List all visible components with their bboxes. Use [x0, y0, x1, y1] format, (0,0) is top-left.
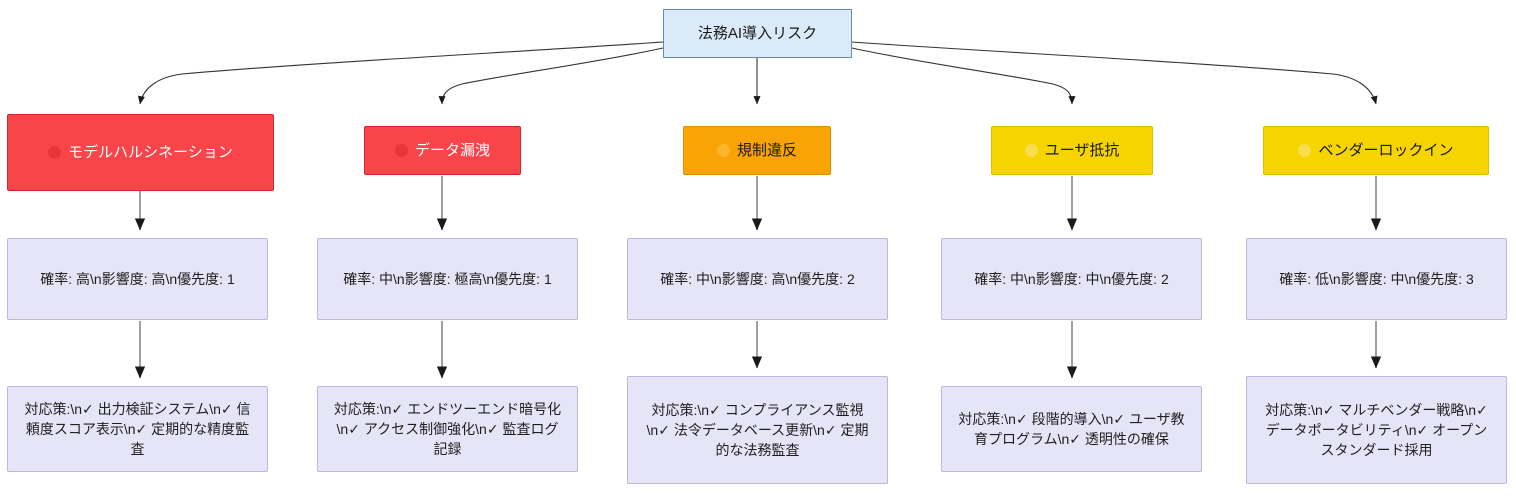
edge-root-to-risk-5	[851, 41, 1378, 105]
node-measures-2[interactable]: 対応策:\n✓ エンドツーエンド暗号化\n✓ アクセス制御強化\n✓ 監査ログ記…	[317, 386, 578, 472]
node-risk-4[interactable]: ユーザ抵抗	[991, 126, 1153, 175]
node-measures-5-label: 対応策:\n✓ マルチベンダー戦略\n✓ データポータビリティ\n✓ オープンス…	[1265, 401, 1488, 459]
severity-dot-icon	[1024, 144, 1038, 157]
edge-root-to-risk-4	[851, 47, 1076, 105]
node-detail-4[interactable]: 確率: 中\n影響度: 中\n優先度: 2	[941, 238, 1202, 320]
node-detail-2-label: 確率: 中\n影響度: 極高\n優先度: 1	[343, 270, 552, 287]
severity-dot-icon	[394, 144, 408, 157]
node-risk-4-label: ユーザ抵抗	[1044, 141, 1120, 159]
node-detail-2[interactable]: 確率: 中\n影響度: 極高\n優先度: 1	[317, 238, 578, 320]
edge-root-to-risk-1	[138, 41, 664, 105]
node-root[interactable]: 法務AI導入リスク	[663, 9, 852, 58]
node-measures-4-label: 対応策:\n✓ 段階的導入\n✓ ユーザ教育プログラム\n✓ 透明性の確保	[958, 410, 1185, 447]
node-measures-3-label: 対応策:\n✓ コンプライアンス監視\n✓ 法令データベース更新\n✓ 定期的な…	[646, 401, 869, 459]
node-measures-3[interactable]: 対応策:\n✓ コンプライアンス監視\n✓ 法令データベース更新\n✓ 定期的な…	[627, 376, 888, 484]
node-measures-4[interactable]: 対応策:\n✓ 段階的導入\n✓ ユーザ教育プログラム\n✓ 透明性の確保	[941, 386, 1202, 472]
node-detail-3-label: 確率: 中\n影響度: 高\n優先度: 2	[660, 270, 855, 287]
node-detail-1[interactable]: 確率: 高\n影響度: 高\n優先度: 1	[7, 238, 268, 320]
node-risk-1[interactable]: モデルハルシネーション	[7, 114, 274, 191]
node-risk-3-label: 規制違反	[736, 141, 797, 159]
node-measures-2-label: 対応策:\n✓ エンドツーエンド暗号化\n✓ アクセス制御強化\n✓ 監査ログ記…	[333, 400, 562, 458]
node-measures-5[interactable]: 対応策:\n✓ マルチベンダー戦略\n✓ データポータビリティ\n✓ オープンス…	[1246, 376, 1507, 484]
node-risk-5-label: ベンダーロックイン	[1318, 141, 1454, 159]
node-root-label: 法務AI導入リスク	[697, 24, 818, 42]
node-risk-2-label: データ漏洩	[414, 141, 490, 159]
severity-dot-icon	[1298, 144, 1312, 157]
node-risk-3[interactable]: 規制違反	[683, 126, 831, 175]
edge-root-to-risk-2	[438, 47, 664, 105]
node-measures-1-label: 対応策:\n✓ 出力検証システム\n✓ 信頼度スコア表示\n✓ 定期的な精度監査	[24, 400, 251, 458]
node-detail-1-label: 確率: 高\n影響度: 高\n優先度: 1	[40, 270, 235, 287]
node-detail-5-label: 確率: 低\n影響度: 中\n優先度: 3	[1279, 270, 1474, 287]
node-risk-2[interactable]: データ漏洩	[364, 126, 521, 175]
node-detail-5[interactable]: 確率: 低\n影響度: 中\n優先度: 3	[1246, 238, 1507, 320]
node-risk-5[interactable]: ベンダーロックイン	[1263, 126, 1489, 175]
node-risk-1-label: モデルハルシネーション	[68, 143, 233, 161]
node-detail-4-label: 確率: 中\n影響度: 中\n優先度: 2	[974, 270, 1169, 287]
node-measures-1[interactable]: 対応策:\n✓ 出力検証システム\n✓ 信頼度スコア表示\n✓ 定期的な精度監査	[7, 386, 268, 472]
node-detail-3[interactable]: 確率: 中\n影響度: 高\n優先度: 2	[627, 238, 888, 320]
severity-dot-icon	[716, 144, 730, 157]
severity-dot-icon	[48, 146, 62, 159]
